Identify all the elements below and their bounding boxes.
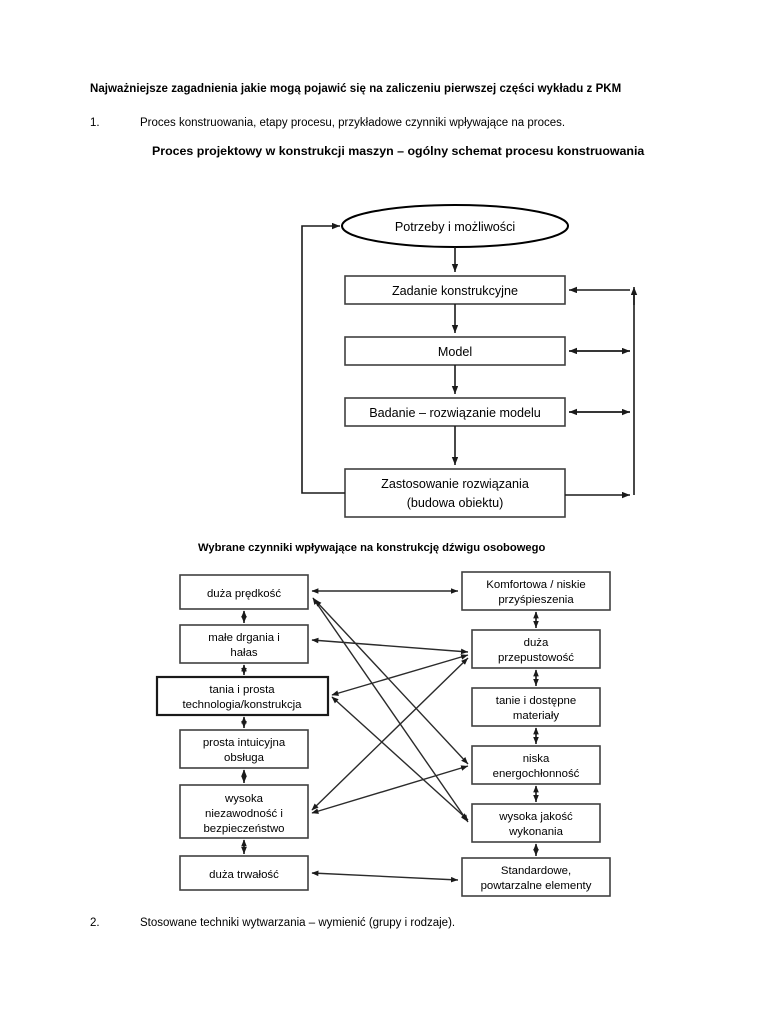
- arrow-niezawodnosc-energochlonnosc: [311, 765, 469, 814]
- factor-label-tanie-dostepne-line2: materiały: [513, 710, 560, 722]
- factor-label-tanie-dostepne-line1: tanie i dostępne: [496, 695, 576, 707]
- diagram-process-caption: Proces projektowy w konstrukcji maszyn –…: [152, 144, 645, 158]
- factor-label-wysoka-niezawodnosc-line3: bezpieczeństwo: [203, 823, 284, 835]
- arrow-drgania-przepustowosc: [311, 637, 469, 655]
- factors-diagram: duża prędkość małe drgania i hałas tania…: [155, 571, 611, 897]
- factor-label-tania-prosta-line1: tania i prosta: [209, 684, 275, 696]
- factor-label-standardowe-line1: Standardowe,: [501, 865, 571, 877]
- factor-label-duza-predkosc: duża prędkość: [207, 588, 281, 600]
- arrow-predkosc-energochlonnosc: [314, 599, 469, 765]
- factor-box-tania-prosta: [155, 675, 330, 717]
- factor-box-komfortowa: [461, 571, 611, 611]
- factor-label-tania-prosta-line2: technologia/konstrukcja: [182, 699, 302, 711]
- factor-box-prosta-intuicyjna: [179, 729, 309, 769]
- factor-label-prosta-intuicyjna-line2: obsługa: [224, 752, 265, 764]
- node-apply-label-line1: Zastosowanie rozwiązania: [381, 477, 529, 491]
- factor-box-duza-predkosc: [179, 574, 309, 610]
- list-item-2-text: Stosowane techniki wytwarzania – wymieni…: [140, 917, 456, 929]
- factor-label-prosta-intuicyjna-line1: prosta intuicyjna: [203, 737, 286, 749]
- factor-label-niska-energochlonnosc-line1: niska: [523, 753, 550, 765]
- arrow-predkosc-jakosc: [312, 597, 469, 823]
- node-task-label: Zadanie konstrukcyjne: [392, 284, 518, 298]
- node-study-label: Badanie – rozwiązanie modelu: [369, 406, 541, 420]
- factor-label-duza-przepustowosc-line1: duża: [524, 637, 549, 649]
- factor-label-standardowe-line2: powtarzalne elementy: [481, 880, 592, 892]
- node-task: [344, 275, 566, 305]
- factor-label-wysoka-jakosc-line1: wysoka jakość: [498, 811, 573, 823]
- node-start-label: Potrzeby i możliwości: [395, 220, 515, 234]
- factor-label-male-drgania-line1: małe drgania i: [208, 632, 280, 644]
- factor-box-standardowe: [461, 857, 611, 897]
- node-apply: [344, 468, 566, 518]
- factor-label-wysoka-niezawodnosc-line1: wysoka: [224, 793, 264, 805]
- factor-label-komfortowa-line1: Komfortowa / niskie: [486, 579, 585, 591]
- node-apply-label-line2: (budowa obiektu): [407, 496, 504, 510]
- node-study: [344, 397, 566, 427]
- arrow-tania-przepustowosc: [331, 654, 469, 696]
- factor-box-duza-trwalosc: [179, 855, 309, 891]
- factor-label-male-drgania-line2: hałas: [230, 647, 258, 659]
- list-item-1-text: Proces konstruowania, etapy procesu, prz…: [140, 117, 566, 129]
- page-title: Najważniejsze zagadnienia jakie mogą poj…: [90, 83, 622, 95]
- factor-label-komfortowa-line2: przyśpieszenia: [498, 594, 574, 606]
- factor-label-wysoka-niezawodnosc-line2: niezawodność i: [205, 808, 283, 820]
- factor-box-male-drgania: [179, 624, 309, 664]
- factor-label-duza-przepustowosc-line2: przepustowość: [498, 652, 574, 664]
- node-model: [344, 336, 566, 366]
- list-item-2-number: 2.: [90, 917, 100, 929]
- process-flow-diagram: Potrzeby i możliwości Zadanie konstrukcy…: [301, 204, 638, 518]
- node-model-label: Model: [438, 345, 472, 359]
- factor-label-duza-trwalosc: duża trwałość: [209, 869, 279, 881]
- factor-box-wysoka-niezawodnosc: [179, 784, 309, 839]
- list-item-1-number: 1.: [90, 117, 100, 129]
- arrow-feedback-left: [301, 222, 345, 494]
- factor-box-niska-energochlonnosc: [471, 745, 601, 785]
- factor-box-duza-przepustowosc: [471, 629, 601, 669]
- arrow-trwalosc-standardowe: [311, 870, 459, 883]
- factor-label-niska-energochlonnosc-line2: energochłonność: [493, 768, 580, 780]
- diagram-factors-caption: Wybrane czynniki wpływające na konstrukc…: [198, 542, 546, 554]
- factor-box-tanie-dostepne: [471, 687, 601, 727]
- factor-box-wysoka-jakosc: [471, 803, 601, 843]
- factor-label-wysoka-jakosc-line2: wykonania: [508, 826, 563, 838]
